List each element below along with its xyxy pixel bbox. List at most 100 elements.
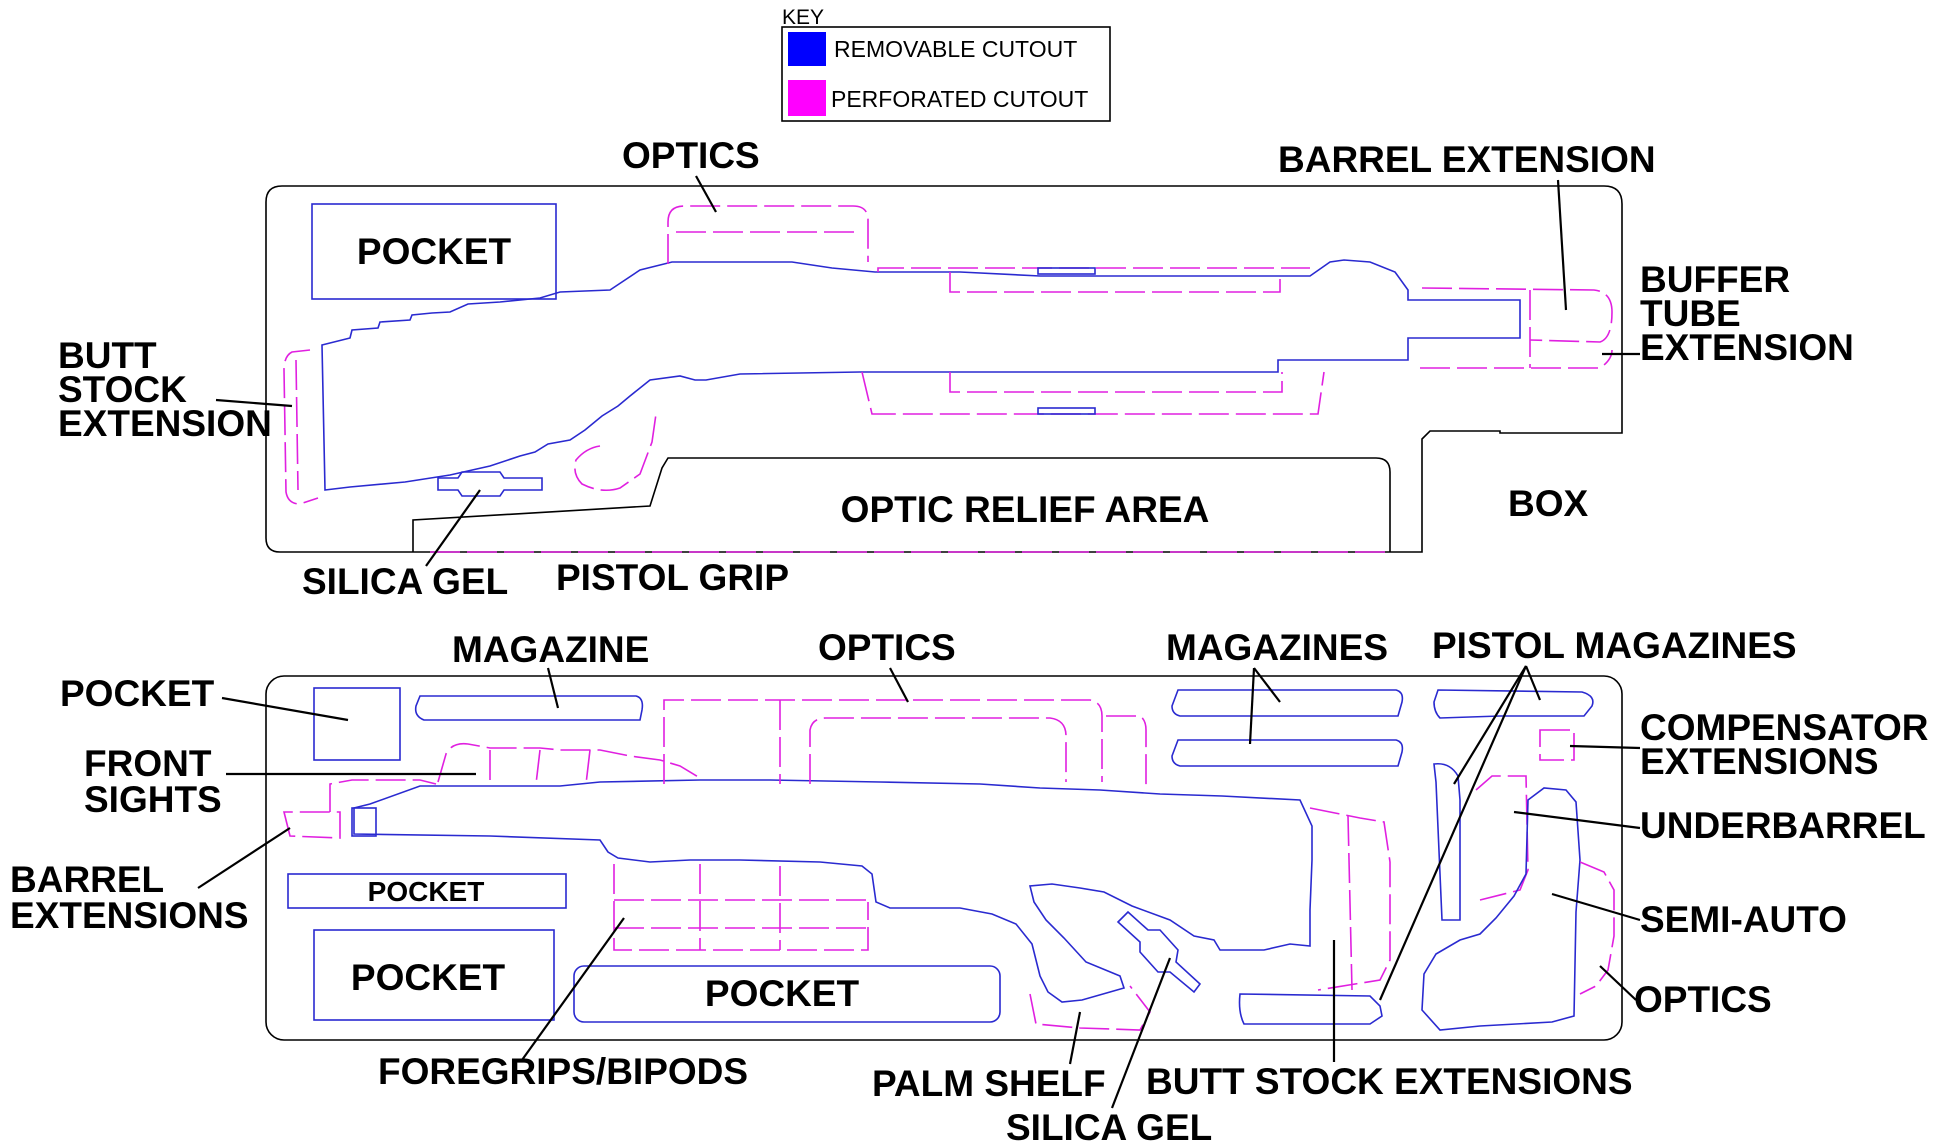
optic-relief-area xyxy=(412,457,1391,552)
buffer-label-1: BUFFER xyxy=(1640,259,1790,300)
buffer-label-2: TUBE xyxy=(1640,293,1741,334)
pistol-magazines-label: PISTOL MAGAZINES xyxy=(1432,625,1797,666)
magazines-cutout-2 xyxy=(1171,739,1404,767)
barrel-extension-label: BARREL EXTENSION xyxy=(1278,139,1656,180)
magazines-leader-1 xyxy=(1253,667,1281,703)
magazine-label: MAGAZINE xyxy=(452,629,649,670)
top-optics-leader xyxy=(695,175,717,213)
pistol-magazine-2 xyxy=(1433,762,1461,921)
perforated-label: PERFORATED CUTOUT xyxy=(831,86,1088,112)
barrel-ext-leader xyxy=(197,827,291,889)
pistol-grip-label: PISTOL GRIP xyxy=(556,557,789,598)
bottom-long-pocket-label: POCKET xyxy=(705,973,860,1014)
butt-stock-extension-cutout xyxy=(283,349,319,505)
comp-label-2: EXTENSIONS xyxy=(1640,741,1879,782)
comp-leader xyxy=(1569,744,1641,750)
upper-handguard-strip xyxy=(949,272,1281,293)
key-title: KEY xyxy=(782,6,824,29)
front-sights-label-1: FRONT xyxy=(84,743,212,784)
underbarrel-cutout xyxy=(1475,775,1529,901)
bottom-rifle-cutout xyxy=(353,779,1313,1003)
top-tray: POCKET OPTIC RELIEF AREA OPTICS BA xyxy=(58,135,1854,602)
bottom-large-pocket xyxy=(313,929,555,1021)
semi-auto-cutout xyxy=(1421,787,1581,1031)
pistol-mag-leader-3 xyxy=(1378,665,1528,1001)
bottom-silica-leader xyxy=(1110,957,1172,1109)
butt-stock-extension-cutout-2 xyxy=(295,359,299,491)
bottom-tray-outline xyxy=(265,675,1623,1041)
barrel-extension-cutout xyxy=(1421,287,1613,343)
top-silica-leader xyxy=(425,489,481,567)
butt-label-1: BUTT xyxy=(58,335,157,376)
bottom-optics-cutout xyxy=(663,699,1103,784)
pistol-mag-leader-1 xyxy=(1524,665,1542,701)
bottom-optics-inner xyxy=(809,717,1067,784)
bottom-large-pocket-label: POCKET xyxy=(351,957,506,998)
comp-label-1: COMPENSATOR xyxy=(1640,707,1928,748)
top-silica-label: SILICA GEL xyxy=(302,561,508,602)
removable-label: REMOVABLE CUTOUT xyxy=(834,36,1077,62)
top-tray-outline xyxy=(265,185,1623,553)
bottom-pocket-leader xyxy=(221,696,349,722)
compensator-cutout xyxy=(1539,729,1575,761)
barrel-ext-label-2: EXTENSIONS xyxy=(10,895,249,936)
box-label: BOX xyxy=(1508,483,1589,524)
muzzle-block xyxy=(351,807,377,837)
top-pocket xyxy=(311,203,557,300)
palm-shelf-label: PALM SHELF xyxy=(872,1063,1106,1104)
butt-stock-ext-cutout xyxy=(1309,807,1391,991)
bottom-silica-label: SILICA GEL xyxy=(1006,1107,1212,1144)
front-sights-div-3 xyxy=(585,749,591,785)
semi-auto-leader xyxy=(1551,892,1641,922)
magazines-leader-2 xyxy=(1248,667,1256,745)
perforated-swatch xyxy=(788,80,826,116)
palm-shelf-cutout xyxy=(1029,985,1151,1031)
butt-label-3: EXTENSION xyxy=(58,403,272,444)
lower-rail-slot xyxy=(1037,407,1096,415)
bottom-right-optics-leader xyxy=(1599,965,1637,1001)
bottom-optics-side xyxy=(1106,715,1147,790)
pistol-magazine-3 xyxy=(1238,993,1383,1025)
front-sights-left xyxy=(329,779,437,812)
butt-stock-ext-label: BUTT STOCK EXTENSIONS xyxy=(1146,1061,1633,1102)
foregrips-label: FOREGRIPS/BIPODS xyxy=(378,1051,748,1092)
front-sights-cutout xyxy=(437,742,701,783)
front-sights-label-2: SIGHTS xyxy=(84,779,222,820)
pistol-mag-leader-2 xyxy=(1453,665,1527,785)
removable-swatch xyxy=(788,32,826,66)
lower-handguard-strip xyxy=(949,372,1283,393)
underbarrel-leader xyxy=(1513,810,1641,830)
butt-stock-ext-div xyxy=(1347,815,1353,991)
top-optics-label: OPTICS xyxy=(622,135,760,176)
rifle-cutout xyxy=(321,259,1521,491)
magazines-cutout-1 xyxy=(1171,689,1404,717)
pistol-magazine-1 xyxy=(1433,689,1594,719)
bottom-silica-gel-pocket xyxy=(1116,910,1202,994)
key-frame xyxy=(781,26,1111,122)
upper-rail-slot xyxy=(1037,267,1096,275)
top-pocket-label: POCKET xyxy=(357,231,512,272)
top-silica-gel-pocket xyxy=(437,471,543,497)
underbarrel-label: UNDERBARREL xyxy=(1640,805,1926,846)
butt-leader xyxy=(215,398,293,408)
bottom-right-optics-label: OPTICS xyxy=(1634,979,1772,1020)
top-optics-cutout xyxy=(667,205,869,264)
pistol-grip-cutout xyxy=(574,413,657,492)
barrel-extension-leader xyxy=(1556,179,1568,311)
foregrips-cutout xyxy=(613,864,869,951)
bottom-right-optics-cutout xyxy=(1579,861,1615,995)
bottom-wide-pocket xyxy=(287,873,567,909)
semi-auto-label: SEMI-AUTO xyxy=(1640,899,1847,940)
bottom-tray: POCKET POCKET POCKET xyxy=(10,625,1928,1144)
buffer-label-3: EXTENSION xyxy=(1640,327,1854,368)
key-legend: KEY REMOVABLE CUTOUT PERFORATED CUTOUT xyxy=(781,6,1111,122)
bottom-long-pocket xyxy=(573,965,1001,1023)
bottom-wide-pocket-label: POCKET xyxy=(368,876,485,907)
magazine-cutout xyxy=(414,695,644,721)
bottom-optics-label: OPTICS xyxy=(818,627,956,668)
barrel-ext-label-1: BARREL xyxy=(10,859,164,900)
butt-label-2: STOCK xyxy=(58,369,187,410)
optic-relief-label: OPTIC RELIEF AREA xyxy=(841,489,1210,530)
buffer-tube-cutout xyxy=(1420,349,1613,369)
